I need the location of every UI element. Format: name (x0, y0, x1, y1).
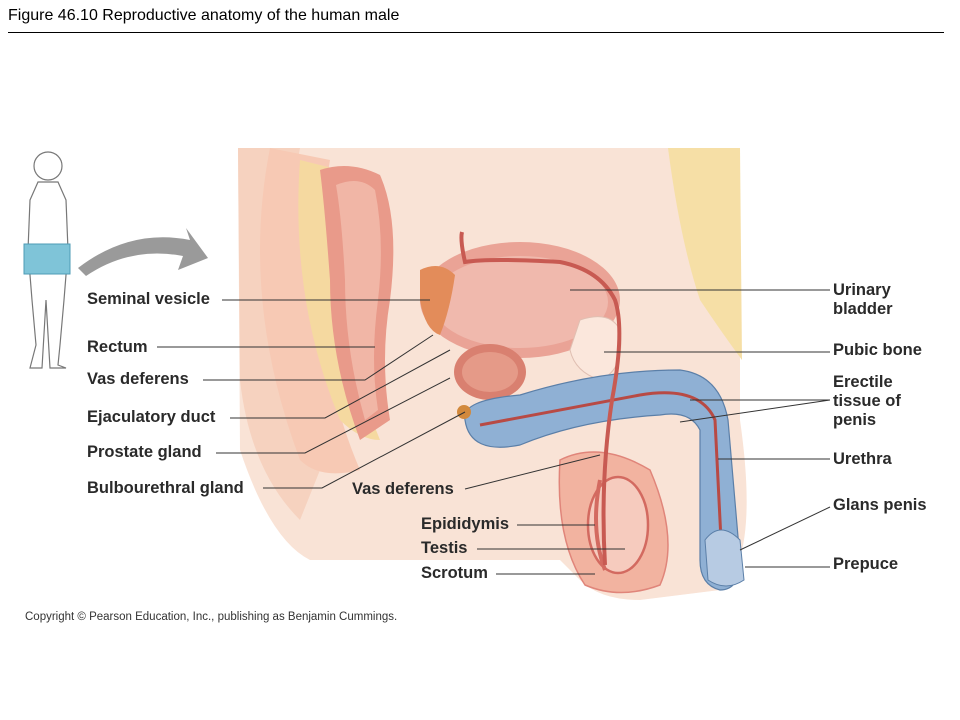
label-rectum: Rectum (87, 338, 148, 356)
leader-lines (157, 289, 831, 575)
label-vas-deferens-center: Vas deferens (352, 480, 454, 498)
label-testis: Testis (421, 539, 468, 557)
copyright-notice: Copyright © Pearson Education, Inc., pub… (25, 611, 398, 623)
label-erectile-line3: penis (833, 411, 877, 429)
anatomy-section (238, 148, 747, 600)
label-vas-deferens-left: Vas deferens (87, 370, 189, 388)
zoom-arrow-icon (78, 228, 208, 276)
label-epididymis: Epididymis (421, 515, 510, 533)
label-scrotum: Scrotum (421, 564, 488, 582)
page-title: Figure 46.10 Reproductive anatomy of the… (8, 7, 400, 24)
label-urethra: Urethra (833, 450, 892, 468)
label-erectile-line2: tissue of (833, 392, 901, 410)
label-ejaculatory-duct: Ejaculatory duct (87, 408, 216, 426)
label-pubic-bone: Pubic bone (833, 341, 922, 359)
label-urinary-bladder-line2: bladder (833, 300, 893, 318)
label-bulbourethral-gland: Bulbourethral gland (87, 479, 244, 497)
body-silhouette (27, 151, 69, 369)
title-divider (8, 32, 944, 33)
label-prepuce: Prepuce (833, 555, 899, 573)
label-erectile-line1: Erectile (833, 373, 893, 391)
label-prostate-gland: Prostate gland (87, 443, 202, 461)
highlight-region-box (23, 243, 71, 275)
label-glans-penis: Glans penis (833, 496, 927, 514)
label-urinary-bladder-line1: Urinary (833, 281, 891, 299)
label-seminal-vesicle: Seminal vesicle (87, 290, 210, 308)
